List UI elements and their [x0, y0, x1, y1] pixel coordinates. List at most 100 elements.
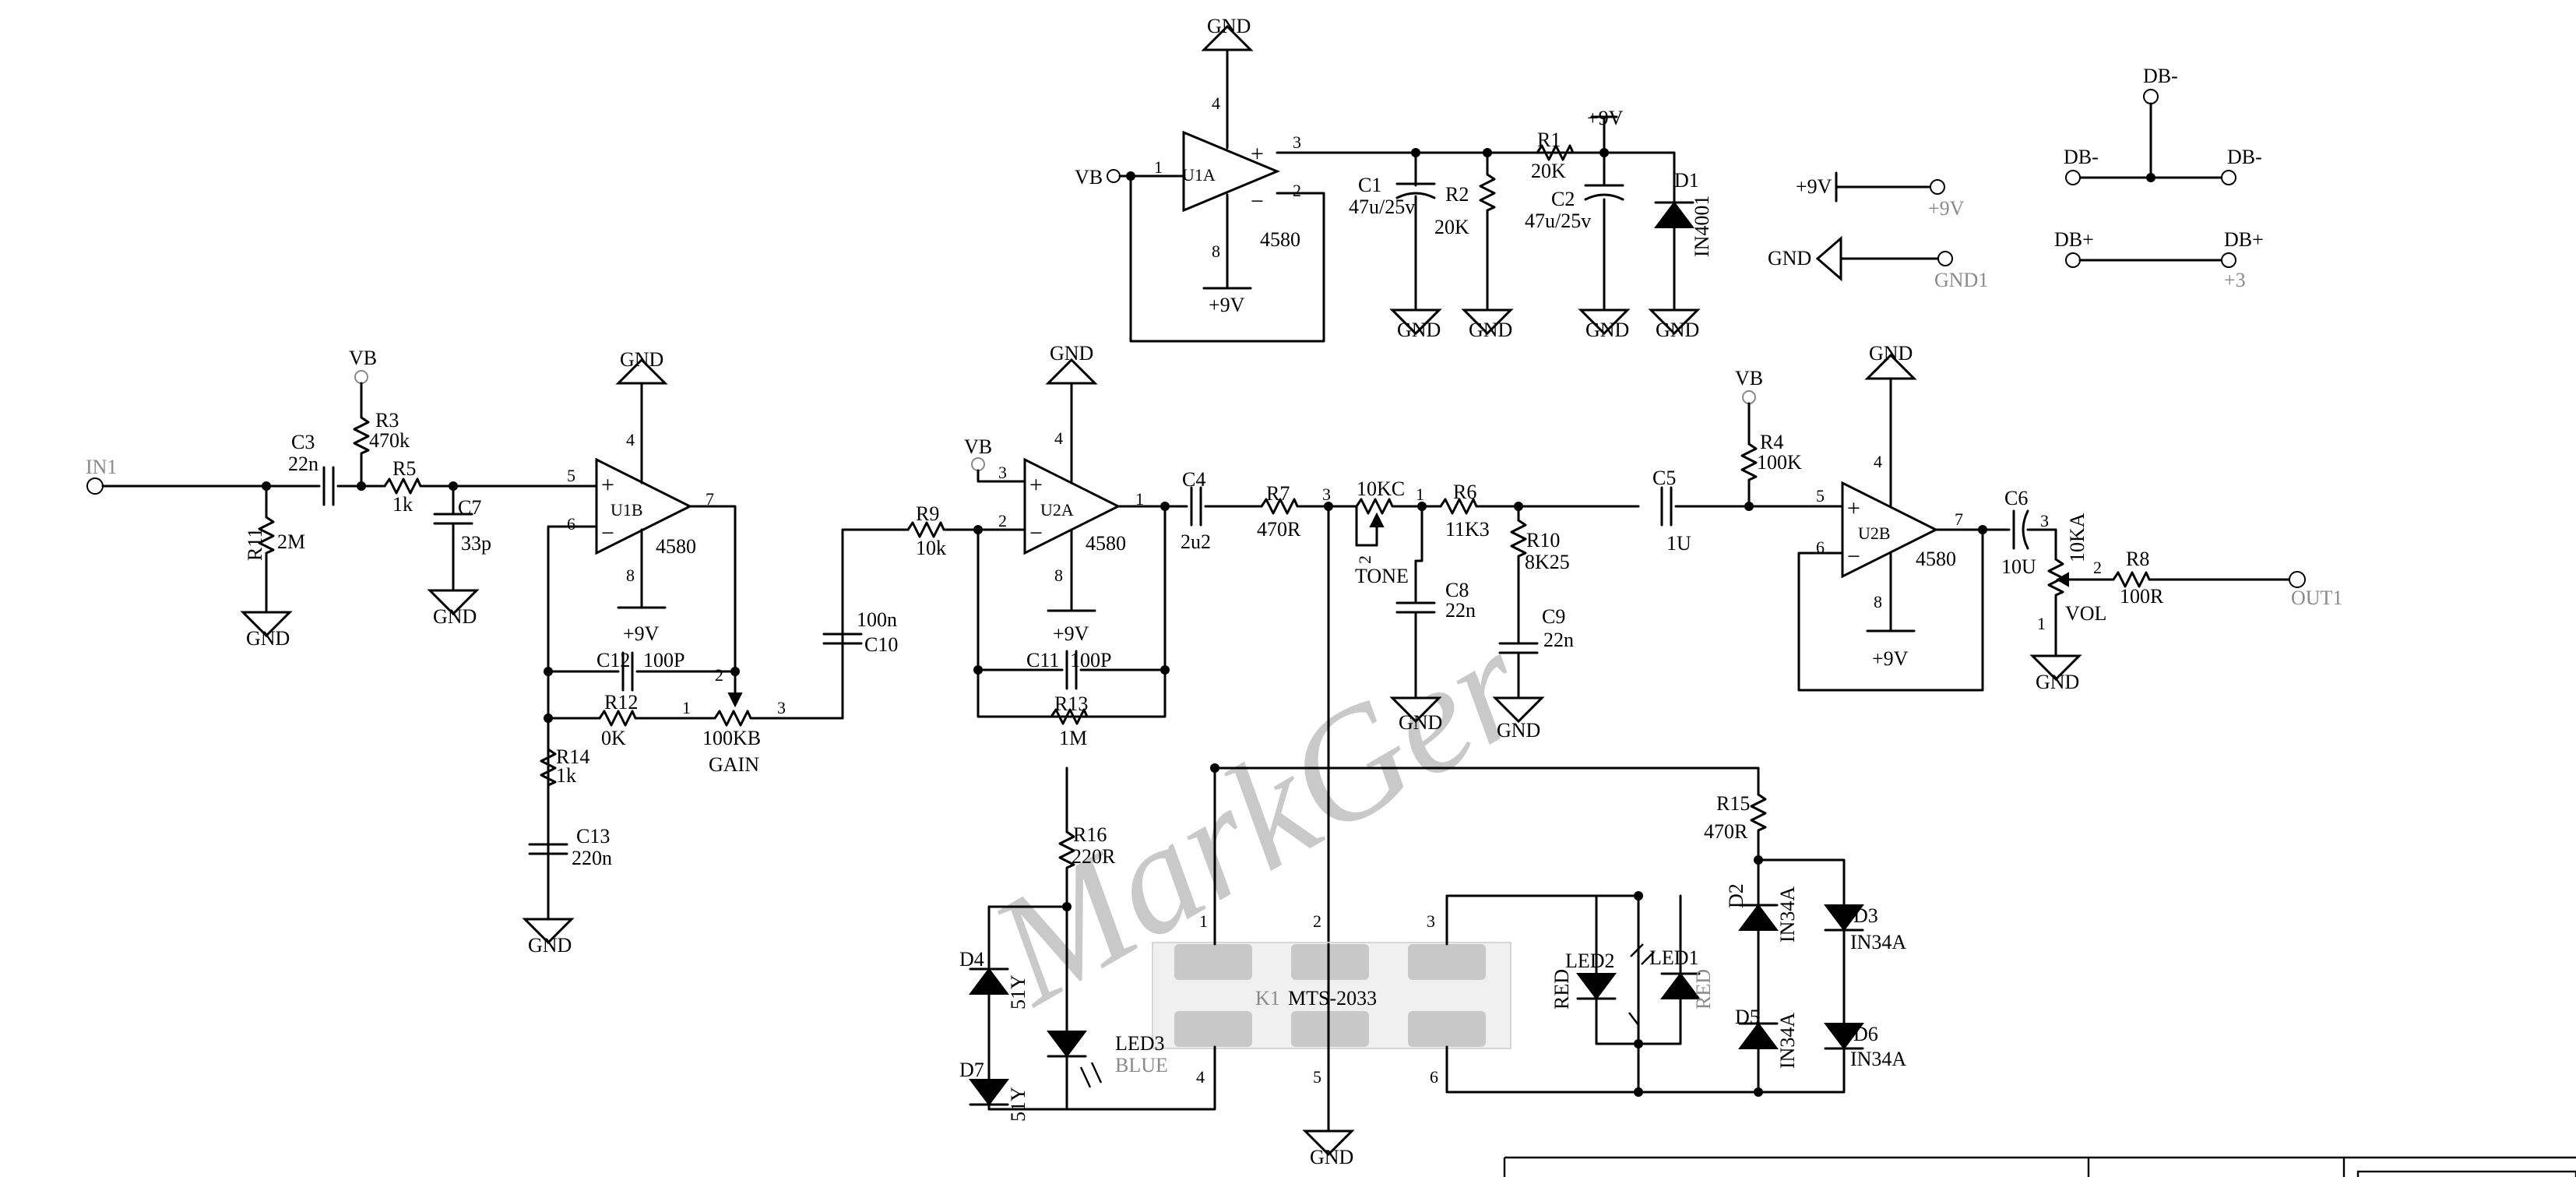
svg-text:DB-: DB- [2143, 65, 2178, 87]
svg-text:2: 2 [1355, 555, 1374, 564]
net-label-gnd: GND [1207, 15, 1251, 37]
net-symbols: +9V +9V GND GND1 DB- DB- DB- DB+ DB+ +3 [1768, 65, 2264, 291]
led1-ref: LED1 [1649, 946, 1699, 969]
r10-ref: R10 [1526, 529, 1560, 551]
r16-value: 220R [1072, 845, 1116, 868]
u2a-stage: R9 10k 2 VB 3 + − U2A 4580 GND 4 8 +9V 1… [906, 342, 1211, 749]
svg-text:1: 1 [1135, 489, 1144, 509]
c13-ref: C13 [576, 825, 610, 848]
r13-value: 1M [1059, 727, 1087, 749]
svg-text:+3: +3 [2224, 269, 2246, 291]
d4-value: 51Y [1007, 974, 1029, 1010]
svg-text:8: 8 [1212, 241, 1220, 261]
c6-value: 10U [2001, 555, 2036, 578]
c7-ref: C7 [458, 496, 481, 519]
svg-text:DB+: DB+ [2224, 228, 2264, 251]
svg-text:GND: GND [1399, 711, 1442, 734]
svg-text:GND: GND [1050, 342, 1093, 365]
r16-ref: R16 [1073, 823, 1107, 846]
c10-ref: C10 [864, 633, 898, 656]
svg-text:+: + [601, 472, 614, 498]
c13-value: 220n [572, 847, 612, 869]
op-amp-u2b [1841, 481, 1939, 579]
svg-text:+9V: +9V [1587, 107, 1624, 129]
svg-text:GND: GND [1656, 319, 1699, 341]
c9-value: 22n [1543, 629, 1574, 651]
svg-text:4: 4 [1196, 1067, 1205, 1087]
svg-text:8: 8 [1874, 592, 1882, 611]
svg-text:GND: GND [1768, 247, 1811, 270]
r15-value: 470R [1704, 820, 1748, 843]
power-supply-section: GND U1A 4580 + − 4 3 2 1 8 +9V VB C1 47u… [1075, 15, 1713, 343]
svg-text:6: 6 [567, 514, 575, 534]
svg-text:2: 2 [998, 511, 1007, 530]
svg-text:6: 6 [1430, 1067, 1438, 1087]
c8-ref: C8 [1445, 579, 1469, 601]
c3-value: 22n [288, 453, 318, 475]
svg-text:1: 1 [1199, 911, 1208, 931]
svg-text:−: − [1847, 544, 1860, 569]
svg-text:3: 3 [1293, 132, 1301, 152]
tone-section: R7 470R 3 10KC 2 TONE 1 GND C8 22n R6 11… [1204, 467, 1844, 1101]
svg-text:GND: GND [1397, 319, 1441, 341]
c7-value: 33p [461, 532, 491, 555]
r3-value: 470k [369, 429, 410, 452]
svg-text:5: 5 [567, 466, 575, 485]
led3-ref: LED3 [1115, 1032, 1165, 1055]
r14-value: 1k [556, 764, 576, 787]
svg-text:3: 3 [777, 698, 786, 717]
c12-ref: C12 [596, 649, 630, 671]
svg-text:8: 8 [1054, 566, 1063, 585]
svg-text:GND: GND [528, 934, 572, 957]
svg-text:GND1: GND1 [1934, 269, 1988, 291]
led1-value: RED [1692, 969, 1715, 1010]
d2-value: IN34A [1776, 886, 1799, 943]
k1-ref: K1 [1255, 987, 1280, 1010]
c11-ref: C11 [1026, 649, 1059, 671]
svg-text:5: 5 [1313, 1067, 1321, 1087]
d5-value: IN34A [1776, 1013, 1799, 1069]
input-stage: IN1 GND R11 2M C3 22n VB R3 470k R5 1k G… [86, 347, 910, 957]
svg-text:1: 1 [682, 698, 691, 717]
svg-text:GND: GND [620, 348, 663, 371]
svg-text:GND: GND [433, 605, 477, 628]
d7-ref: D7 [959, 1059, 984, 1081]
d2-ref: D2 [1725, 883, 1747, 908]
c11-value: 100P [1070, 649, 1111, 671]
c1-value: 47u/25v [1349, 196, 1415, 218]
r3-ref: R3 [375, 409, 399, 432]
c8-value: 22n [1445, 599, 1476, 622]
output-stage: VB R4 100K 5 + − U2B 4580 GND 4 8 +9V 6 … [1735, 342, 2342, 693]
d3-ref: D3 [1853, 904, 1878, 927]
u1a-ref: U1A [1182, 165, 1216, 185]
svg-text:−: − [601, 520, 614, 546]
svg-text:−: − [1029, 520, 1043, 546]
svg-text:2: 2 [1293, 181, 1301, 200]
svg-text:GND: GND [246, 627, 290, 650]
svg-text:1: 1 [2037, 614, 2046, 633]
r6-value: 11K3 [1445, 518, 1490, 541]
svg-text:4: 4 [1212, 93, 1220, 113]
r1-value: 20K [1531, 160, 1566, 182]
r14-ref: R14 [556, 745, 589, 768]
r12-ref: R12 [604, 691, 638, 714]
svg-text:+: + [1847, 495, 1860, 521]
c5-value: 1U [1666, 532, 1691, 555]
c2-ref: C2 [1551, 188, 1575, 210]
r8-value: 100R [2120, 585, 2164, 608]
svg-text:+9V: +9V [1872, 647, 1909, 670]
svg-text:DB-: DB- [2227, 146, 2262, 168]
svg-text:1: 1 [1416, 485, 1424, 504]
svg-text:−: − [1251, 189, 1264, 214]
vol-pot-value: 10KA [2066, 513, 2089, 562]
u1b-ref: U1B [611, 500, 643, 520]
led2-ref: LED2 [1565, 950, 1615, 972]
op-amp-u1b [595, 457, 693, 555]
svg-text:3: 3 [1427, 911, 1435, 931]
gain-pot-name: GAIN [709, 753, 759, 776]
gain-pot-value: 100KB [702, 727, 761, 749]
r8-ref: R8 [2126, 548, 2149, 570]
r2-ref: R2 [1445, 183, 1469, 206]
svg-text:DB-: DB- [2064, 146, 2099, 168]
